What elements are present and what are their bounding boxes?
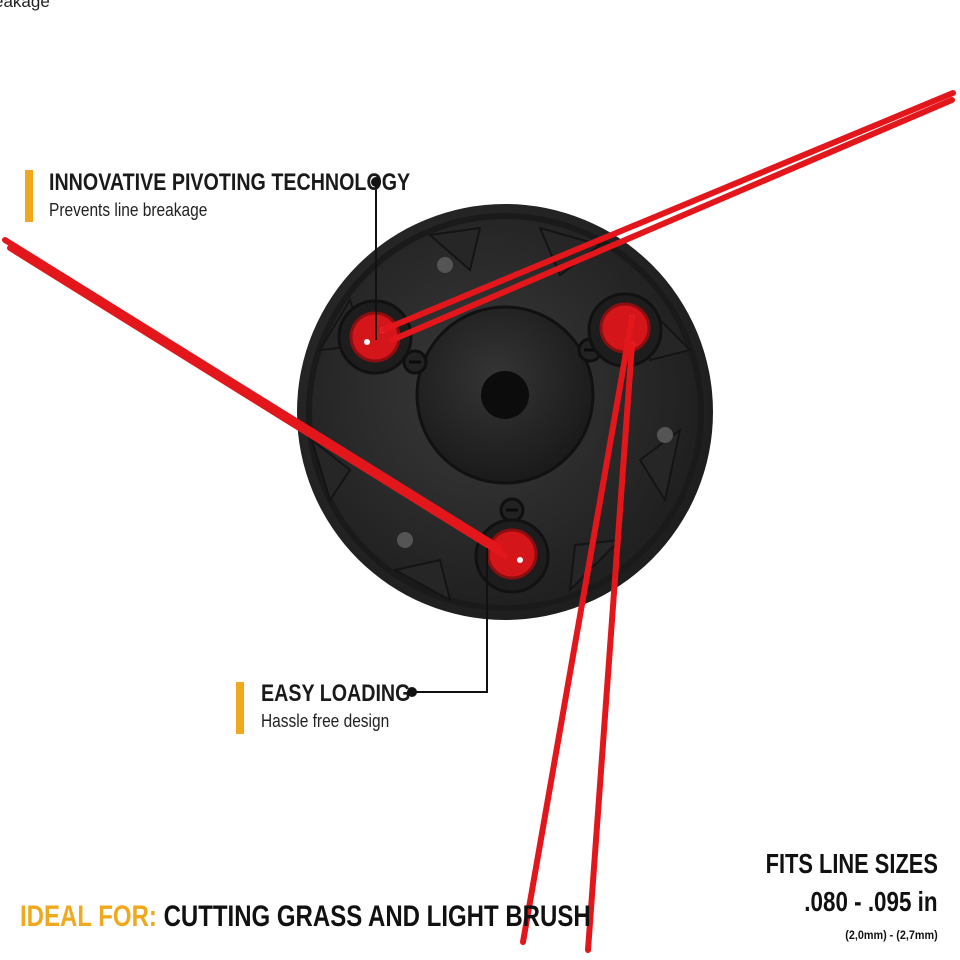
- callout-dot-icon: [407, 687, 417, 697]
- accent-bar: [25, 170, 33, 222]
- ideal-for: IDEAL FOR: CUTTING GRASS AND LIGHT BRUSH: [20, 900, 591, 934]
- callout-pivoting-title: INNOVATIVE PIVOTING TECHNOLOGY: [49, 169, 411, 196]
- spec-title: FITS LINE SIZES: [765, 848, 938, 879]
- callout-loading-subtitle: Hassle free design: [261, 711, 390, 731]
- spec-size: .080 - .095 in: [804, 886, 938, 917]
- ideal-for-text: CUTTING GRASS AND LIGHT BRUSH: [163, 900, 591, 933]
- callout-dot-icon: [371, 177, 381, 187]
- callout-loading-title: EASY LOADING: [261, 680, 411, 707]
- trimmer-lines: [2, 90, 956, 953]
- accent-bar: [236, 682, 244, 734]
- callout-leaders: [375, 182, 488, 693]
- ideal-for-label: IDEAL FOR:: [20, 900, 157, 933]
- callout-pivoting-subtitle: Prevents line breakage: [49, 200, 208, 220]
- arbor-hole: [481, 371, 529, 419]
- spec-metric: (2,0mm) - (2,7mm): [845, 928, 938, 942]
- top-text-fragment: eakage: [0, 0, 50, 11]
